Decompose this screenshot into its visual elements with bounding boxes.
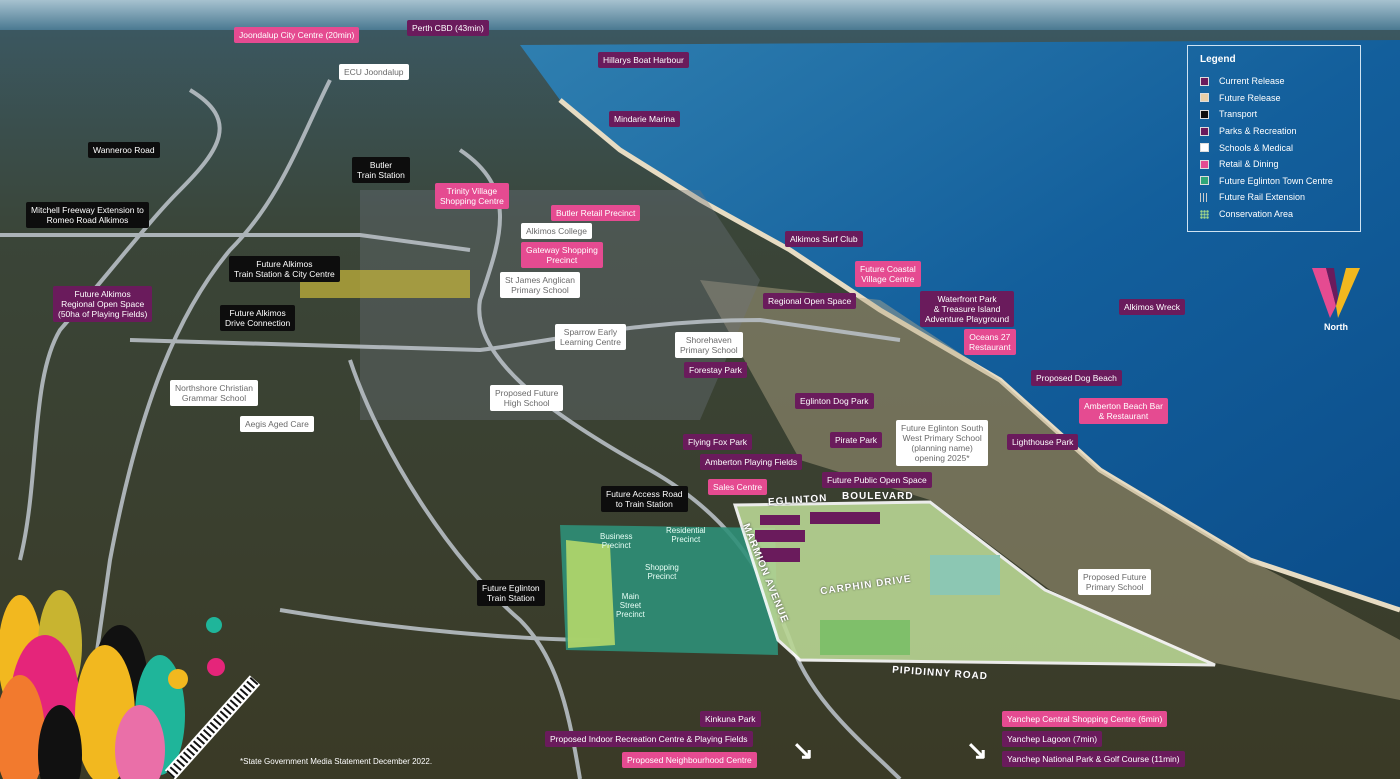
rail-hatch-icon [1200, 192, 1209, 202]
label-alkimos-college: Alkimos College [521, 223, 592, 239]
label-st-james-anglican: St James Anglican Primary School [500, 272, 580, 298]
footnote: *State Government Media Statement Decemb… [240, 757, 433, 766]
label-trinity-village: Trinity Village Shopping Centre [435, 183, 509, 209]
label-proposed-future-primary: Proposed Future Primary School [1078, 569, 1152, 595]
label-future-alkimos-train-station: Future Alkimos Train Station & City Cent… [229, 256, 340, 282]
swatch [1200, 126, 1209, 136]
label-future-eglinton-train-station: Future Eglinton Train Station [477, 580, 545, 606]
label-alkimos-wreck: Alkimos Wreck [1119, 299, 1186, 315]
label-amberton-playing-fields: Amberton Playing Fields [700, 454, 803, 470]
label-alkimos-surf-club: Alkimos Surf Club [785, 231, 863, 247]
north-indicator: North [1308, 266, 1364, 332]
label-aegis-aged-care: Aegis Aged Care [240, 416, 314, 432]
label-gateway-shopping: Gateway Shopping Precinct [521, 242, 603, 268]
precinct-main-street: Main Street Precinct [616, 592, 645, 619]
legend-label: Schools & Medical [1219, 142, 1294, 153]
precinct-business: Business Precinct [600, 532, 633, 550]
legend-label: Conservation Area [1219, 209, 1294, 220]
label-future-alkimos-drive: Future Alkimos Drive Connection [220, 305, 296, 331]
map-legend: Legend Current Release Future Release Tr… [1187, 45, 1361, 232]
south-arrow-icon: ↘ [966, 735, 988, 765]
south-arrow-icon: ↘ [792, 735, 814, 765]
label-sales-centre[interactable]: Sales Centre [708, 479, 768, 495]
label-proposed-high-school: Proposed Future High School [490, 385, 564, 411]
legend-item-schools: Schools & Medical [1200, 139, 1348, 156]
dots-icon [1200, 209, 1209, 219]
swatch [1200, 93, 1209, 103]
decorative-flower-icon [0, 590, 261, 779]
legend-label: Parks & Recreation [1219, 126, 1297, 137]
label-shorehaven-primary: Shorehaven Primary School [675, 332, 743, 358]
label-neighbourhood-centre: Proposed Neighbourhood Centre [622, 752, 757, 768]
label-northshore-christian: Northshore Christian Grammar School [170, 380, 258, 406]
swatch [1200, 159, 1209, 169]
precinct-residential: Residential Precinct [666, 526, 706, 544]
label-regional-open-space: Regional Open Space [763, 293, 857, 309]
road-boulevard: BOULEVARD [842, 491, 914, 502]
label-future-access-road: Future Access Road to Train Station [601, 486, 688, 512]
label-sparrow-early-learning: Sparrow Early Learning Centre [555, 324, 626, 350]
legend-label: Future Release [1219, 92, 1281, 103]
swatch [1200, 76, 1209, 86]
legend-item-current-release: Current Release [1200, 73, 1348, 90]
legend-item-parks: Parks & Recreation [1200, 123, 1348, 140]
swatch [1200, 143, 1209, 153]
label-yanchep-national-park: Yanchep National Park & Golf Course (11m… [1002, 751, 1185, 767]
label-forestay-park: Forestay Park [684, 362, 747, 378]
label-joondalup-city-centre: Joondalup City Centre (20min) [234, 27, 360, 43]
legend-item-conservation: Conservation Area [1200, 206, 1348, 223]
precinct-shopping: Shopping Precinct [645, 563, 679, 581]
legend-label: Current Release [1219, 76, 1285, 87]
label-wanneroo-road: Wanneroo Road [88, 142, 160, 158]
label-eglinton-dog-park: Eglinton Dog Park [795, 393, 874, 409]
legend-item-town-centre: Future Eglinton Town Centre [1200, 173, 1348, 190]
label-kinkuna-park: Kinkuna Park [700, 711, 761, 727]
swatch [1200, 176, 1209, 186]
swatch [1200, 109, 1209, 119]
label-yanchep-lagoon: Yanchep Lagoon (7min) [1002, 731, 1103, 747]
legend-label: Future Rail Extension [1219, 192, 1306, 203]
legend-title: Legend [1200, 54, 1236, 65]
label-future-public-open-space: Future Public Open Space [822, 472, 932, 488]
label-future-sw-primary: Future Eglinton South West Primary Schoo… [896, 420, 989, 466]
label-yanchep-central: Yanchep Central Shopping Centre (6min) [1002, 711, 1168, 727]
legend-item-transport: Transport [1200, 106, 1348, 123]
label-perth-cbd: Perth CBD (43min) [407, 20, 489, 36]
label-butler-retail-precinct: Butler Retail Precinct [551, 205, 641, 221]
legend-label: Transport [1219, 109, 1258, 120]
label-mitchell-freeway: Mitchell Freeway Extension to Romeo Road… [26, 202, 149, 228]
label-proposed-dog-beach: Proposed Dog Beach [1031, 370, 1122, 386]
label-future-coastal-village: Future Coastal Village Centre [855, 261, 921, 287]
label-mindarie-marina: Mindarie Marina [609, 111, 680, 127]
legend-item-retail: Retail & Dining [1200, 156, 1348, 173]
label-ecu-joondalup: ECU Joondalup [339, 64, 409, 80]
label-future-alkimos-open-space: Future Alkimos Regional Open Space (50ha… [53, 286, 153, 322]
legend-item-rail: Future Rail Extension [1200, 189, 1348, 206]
label-flying-fox-park: Flying Fox Park [683, 434, 753, 450]
label-indoor-recreation-centre: Proposed Indoor Recreation Centre & Play… [545, 731, 753, 747]
north-logo-icon [1312, 268, 1360, 318]
label-hillarys-boat-harbour: Hillarys Boat Harbour [598, 52, 689, 68]
label-waterfront-park: Waterfront Park & Treasure Island Advent… [920, 291, 1015, 327]
label-lighthouse-park: Lighthouse Park [1007, 434, 1079, 450]
legend-label: Future Eglinton Town Centre [1219, 175, 1333, 186]
label-oceans-27: Oceans 27 Restaurant [964, 329, 1016, 355]
legend-label: Retail & Dining [1219, 159, 1279, 170]
legend-item-future-release: Future Release [1200, 90, 1348, 107]
label-amberton-beach-bar: Amberton Beach Bar & Restaurant [1079, 398, 1168, 424]
label-butler-train-station: Butler Train Station [352, 157, 410, 183]
north-label: North [1324, 322, 1348, 332]
label-pirate-park: Pirate Park [830, 432, 883, 448]
